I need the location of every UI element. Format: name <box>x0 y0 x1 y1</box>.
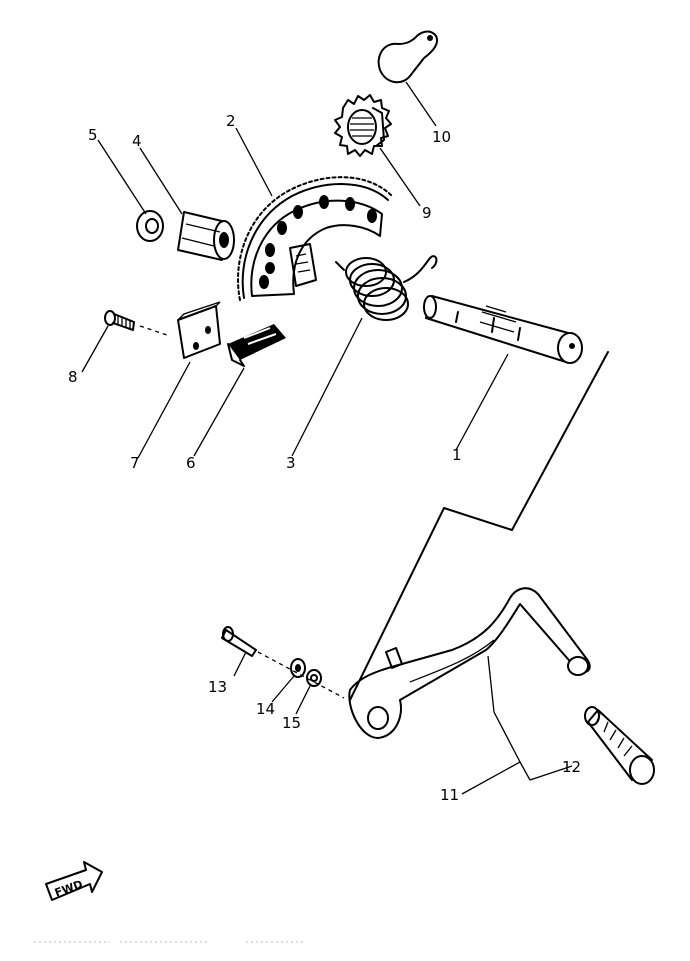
callout-15: 15 <box>282 714 301 732</box>
callout-8: 8 <box>68 368 78 386</box>
part-3-torsion-spring <box>335 255 438 321</box>
callout-14: 14 <box>256 700 275 718</box>
callout-numbers: 1 2 3 4 5 6 7 8 9 10 11 12 13 14 15 <box>68 112 581 804</box>
part-4-collar <box>177 211 235 261</box>
part-5-washer <box>136 210 164 242</box>
callout-12: 12 <box>562 758 581 776</box>
part-7-plate <box>177 301 221 359</box>
part-14-washer <box>290 658 306 678</box>
part-8-screw <box>104 310 171 337</box>
part-11-kick-crank <box>348 587 591 739</box>
callout-5: 5 <box>88 126 98 144</box>
callout-2: 2 <box>226 112 236 130</box>
leader-lines <box>81 81 573 795</box>
part-2-kick-gear <box>237 176 393 301</box>
part-15-nut <box>306 669 322 687</box>
callout-6: 6 <box>186 454 196 472</box>
callout-3: 3 <box>286 454 296 472</box>
callout-11: 11 <box>440 786 459 804</box>
part-10-circlip <box>377 30 438 84</box>
callout-1: 1 <box>452 446 462 464</box>
callout-13: 13 <box>208 678 227 696</box>
part-1-kick-axle <box>423 295 583 364</box>
callout-7: 7 <box>130 454 140 472</box>
part-6-clip <box>227 324 286 367</box>
part-12-rubber-grip <box>584 706 655 785</box>
callout-10: 10 <box>432 128 451 146</box>
part-9-pinion-gear <box>334 94 392 157</box>
callout-4: 4 <box>132 132 142 150</box>
fwd-arrow-icon: FWD <box>45 861 103 901</box>
callout-9: 9 <box>422 204 432 222</box>
